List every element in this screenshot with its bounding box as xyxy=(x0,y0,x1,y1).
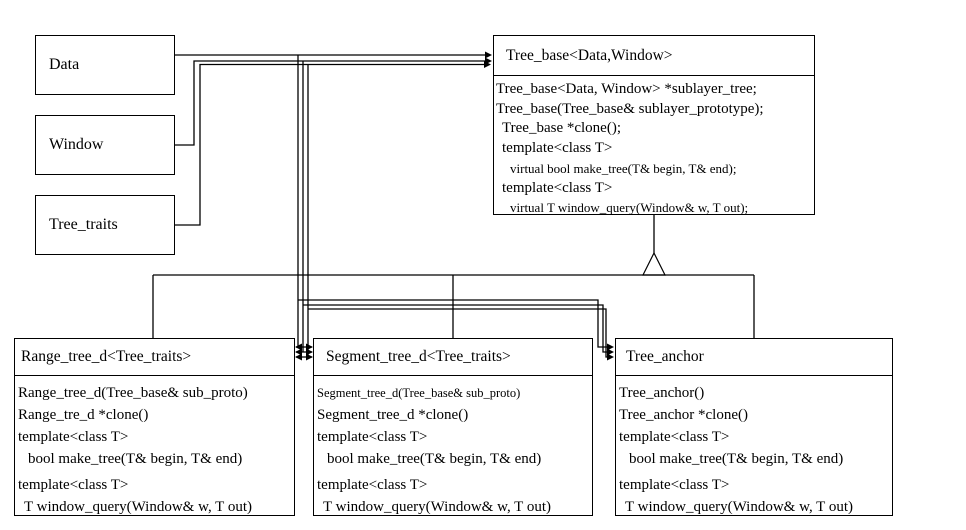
class-title-range-tree-d: Range_tree_d<Tree_traits> xyxy=(15,339,294,376)
member-line: Tree_anchor *clone() xyxy=(619,407,748,423)
arrowhead-data-treebase xyxy=(485,51,492,59)
member-line: Tree_base<Data, Window> *sublayer_tree; xyxy=(496,81,757,97)
param-box-window: Window xyxy=(35,115,175,175)
member-line: Segment_tree_d *clone() xyxy=(317,407,469,423)
param-label-tree-traits: Tree_traits xyxy=(49,216,118,233)
member-line: Tree_anchor() xyxy=(619,385,705,401)
connector-window-to-treebase xyxy=(175,57,492,146)
class-title-segment-tree-d: Segment_tree_d<Tree_traits> xyxy=(314,339,592,376)
member-line: Segment_tree_d(Tree_base& sub_proto) xyxy=(317,386,521,400)
class-box-segment-tree-d: Segment_tree_d<Tree_traits> Segment_tree… xyxy=(313,338,593,516)
connector-traits-to-treebase xyxy=(175,61,491,226)
member-line: template<class T> xyxy=(502,179,613,196)
member-line: Tree_base(Tree_base& sublayer_prototype)… xyxy=(496,100,764,117)
member-line: bool make_tree(T& begin, T& end) xyxy=(327,451,542,467)
param-box-data: Data xyxy=(35,35,175,95)
member-line: Tree_base *clone(); xyxy=(502,120,621,137)
connector-traits-to-anchor xyxy=(308,308,614,361)
member-line: Range_tre_d *clone() xyxy=(18,407,149,423)
class-box-tree-anchor: Tree_anchor Tree_anchor() Tree_anchor *c… xyxy=(615,338,893,516)
class-title-tree-anchor: Tree_anchor xyxy=(616,339,892,376)
member-line: virtual T window_query(Window& w, T out)… xyxy=(510,200,749,214)
member-line: template<class T> xyxy=(317,429,428,445)
class-members-tree-anchor: Tree_anchor() Tree_anchor *clone() templ… xyxy=(616,376,892,515)
member-line: template<class T> xyxy=(619,477,730,493)
member-line: template<class T> xyxy=(502,140,613,157)
class-members-range-tree-d: Range_tree_d(Tree_base& sub_proto) Range… xyxy=(15,376,294,515)
member-line: template<class T> xyxy=(619,429,730,445)
class-box-range-tree-d: Range_tree_d<Tree_traits> Range_tree_d(T… xyxy=(14,338,295,516)
member-line: bool make_tree(T& begin, T& end) xyxy=(629,451,844,467)
member-line: template<class T> xyxy=(18,429,129,445)
member-line: Range_tree_d(Tree_base& sub_proto) xyxy=(18,385,248,401)
arrows-range-segment xyxy=(295,343,313,361)
member-line: T window_query(Window& w, T out) xyxy=(625,499,853,515)
member-line: template<class T> xyxy=(317,477,428,493)
inheritance-triangle xyxy=(642,251,666,276)
class-members-segment-tree-d: Segment_tree_d(Tree_base& sub_proto) Seg… xyxy=(314,376,592,515)
member-line: virtual bool make_tree(T& begin, T& end)… xyxy=(510,160,737,176)
member-line: template<class T> xyxy=(18,477,129,493)
member-line: bool make_tree(T& begin, T& end) xyxy=(28,451,243,467)
param-box-tree-traits: Tree_traits xyxy=(35,195,175,255)
member-line: T window_query(Window& w, T out) xyxy=(323,499,551,515)
class-members-tree-base: Tree_base<Data, Window> *sublayer_tree; … xyxy=(494,76,814,214)
param-label-window: Window xyxy=(49,136,104,153)
arrowhead-traits-treebase xyxy=(484,61,491,68)
param-label-data: Data xyxy=(49,56,80,73)
connector-data-to-treebase xyxy=(175,51,492,59)
inheritance-connector xyxy=(152,215,755,338)
class-box-tree-base: Tree_base<Data,Window> Tree_base<Data, W… xyxy=(493,35,815,215)
member-line: T window_query(Window& w, T out) xyxy=(24,499,252,515)
class-title-tree-base: Tree_base<Data,Window> xyxy=(494,36,814,76)
